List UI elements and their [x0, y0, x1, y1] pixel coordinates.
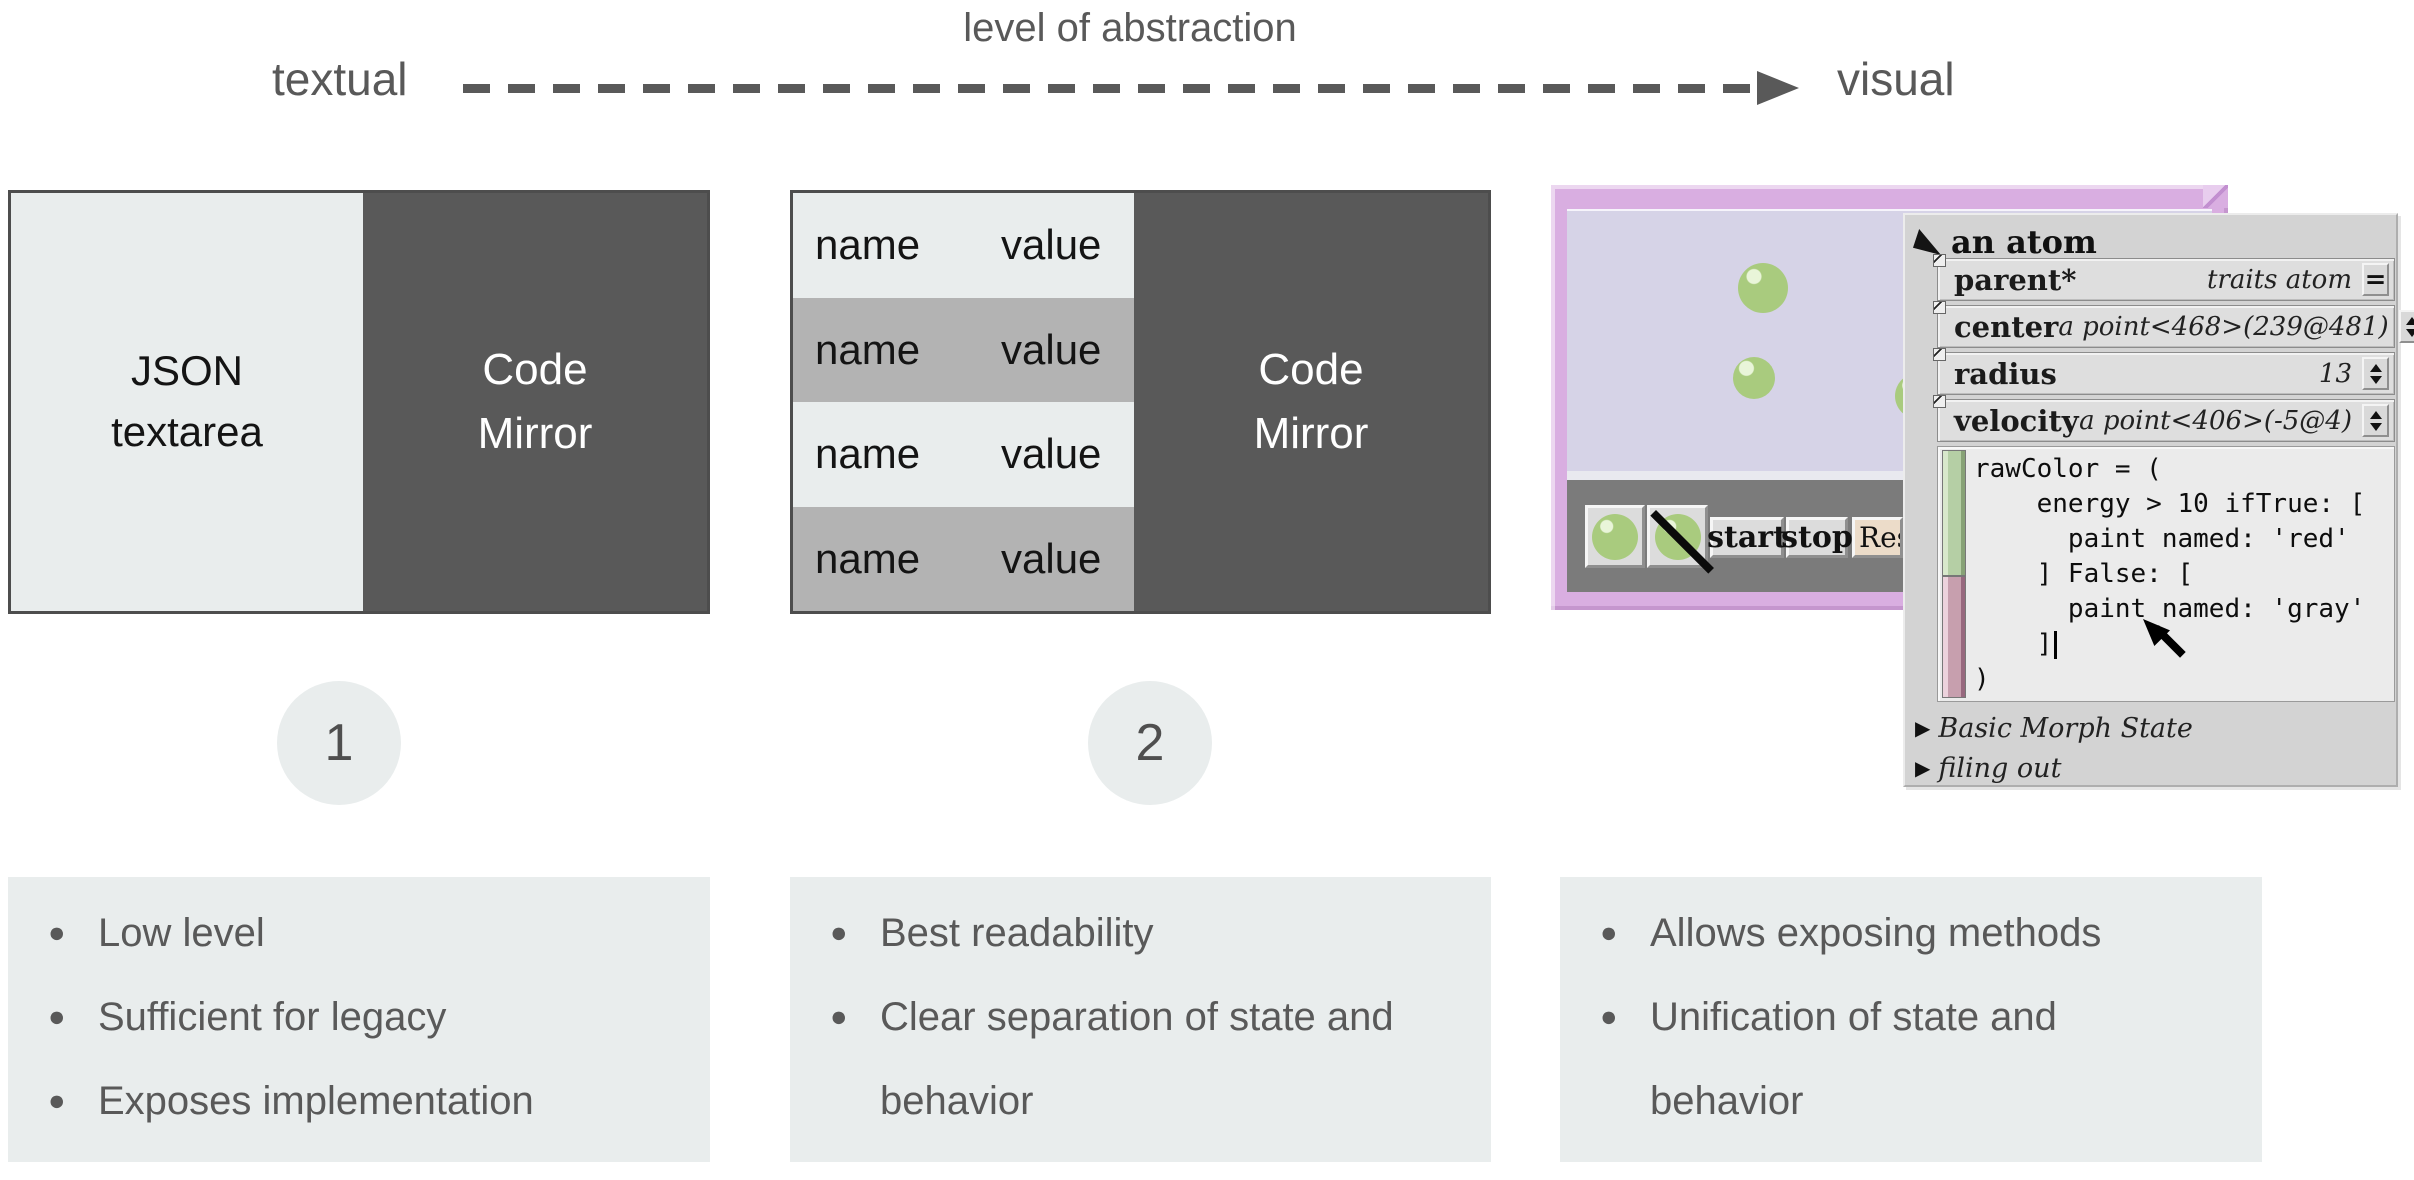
json-textarea-panel: JSON textarea [11, 193, 363, 611]
bullet-panel-textual: Low level Sufficient for legacy Exposes … [8, 877, 710, 1162]
name-value-table: name value name value name value name va… [793, 193, 1134, 611]
canvas-bevel [1567, 471, 2212, 480]
row-name: name [815, 534, 921, 582]
stop-button[interactable]: stop [1781, 517, 1853, 558]
slot-value: a point<468>(239@481) [2058, 311, 2389, 342]
code-text: rawColor = ( energy > 10 ifTrue: [ paint… [1974, 452, 2365, 697]
stepper-down-icon [2406, 328, 2414, 337]
row-name: name [815, 221, 921, 269]
table-row: name value [793, 193, 1134, 298]
row-name: name [815, 325, 921, 373]
outliner-title: an atom [1951, 223, 2097, 261]
axis-label-visual: visual [1837, 53, 1955, 105]
slot-row-parent[interactable]: parent* traits atom = [1933, 254, 2395, 301]
atom-ball [1738, 263, 1788, 313]
equals-button[interactable]: = [2362, 263, 2389, 296]
list-item: Clear separation of state and behavior [830, 975, 1440, 1143]
step-badge-2: 2 [1088, 681, 1212, 805]
slot-name: center [1954, 309, 2059, 344]
code-line: energy > 10 ifTrue: [ [1974, 489, 2366, 519]
code-line: paint named: 'red' [1974, 524, 2350, 554]
step-badge-1: 1 [277, 681, 401, 805]
window-corner-bevel [2203, 185, 2228, 208]
slot-value: 13 [2318, 358, 2352, 389]
list-item: Best readability [830, 891, 1440, 975]
code-line: rawColor = ( [1974, 454, 2162, 484]
axis-title: level of abstraction [963, 6, 1297, 50]
popout-icon[interactable] [1933, 348, 1946, 361]
slot-name: parent* [1954, 262, 2077, 297]
abstraction-axis-dashed-line [463, 84, 1757, 93]
equals-icon: = [2364, 264, 2387, 295]
row-value: value [1001, 534, 1102, 582]
text-caret [2054, 630, 2058, 659]
row-value: value [1001, 325, 1102, 373]
json-textarea-label: JSON textarea [111, 347, 263, 455]
diagram-box-json-codemirror: JSON textarea Code Mirror [8, 190, 710, 614]
atom-ball [1733, 357, 1775, 399]
resize-button[interactable]: Resi [1852, 517, 1903, 558]
outliner-marker-icon[interactable] [1913, 229, 1941, 255]
stepper-down-icon [2369, 375, 2382, 384]
remove-atom-button[interactable] [1647, 505, 1714, 574]
list-item: Unification of state and behavior [1600, 975, 2210, 1143]
atom-icon [1592, 513, 1638, 560]
row-value: value [1001, 430, 1102, 478]
stepper-up-icon [2369, 410, 2382, 419]
axis-label-textual: textual [272, 53, 408, 105]
table-row: name value [793, 402, 1134, 507]
add-atom-button[interactable] [1585, 505, 1645, 568]
bullet-panel-visual: Allows exposing methods Unification of s… [1560, 877, 2262, 1162]
popout-icon[interactable] [1933, 395, 1946, 408]
simulation-window: start stop Resi [1551, 185, 2228, 610]
diagram-box-table-codemirror: name value name value name value name va… [790, 190, 1491, 614]
stepper-button[interactable] [2362, 357, 2389, 390]
code-line: ] False: [ [1974, 559, 2194, 589]
slot-value: a point<406>(-5@4) [2079, 405, 2352, 436]
category-label: Basic Morph State [1938, 713, 2193, 744]
list-item: Sufficient for legacy [48, 975, 658, 1059]
stepper-up-icon [2369, 363, 2382, 372]
slot-name: radius [1954, 356, 2057, 391]
slot-value: traits atom [2206, 264, 2352, 295]
popout-icon[interactable] [1933, 254, 1946, 267]
row-value: value [1001, 221, 1102, 269]
codemirror-label-2: Code Mirror [1253, 345, 1369, 458]
slot-row-center[interactable]: center a point<468>(239@481) [1933, 301, 2414, 348]
stepper-button[interactable] [2362, 404, 2389, 437]
start-button[interactable]: start [1707, 517, 1787, 558]
slot-row-velocity[interactable]: velocity a point<406>(-5@4) [1933, 395, 2395, 442]
code-line: ) [1974, 664, 1990, 694]
expand-triangle-icon: ▶ [1915, 758, 1931, 780]
code-editor[interactable]: rawColor = ( energy > 10 ifTrue: [ paint… [1937, 446, 2395, 702]
codemirror-panel-2: Code Mirror [1134, 193, 1488, 611]
codemirror-label-1: Code Mirror [477, 345, 593, 458]
scrollbar-lower[interactable] [1942, 576, 1966, 698]
category-label: filing out [1938, 753, 2062, 784]
table-row: name value [793, 506, 1134, 611]
category-filing-out[interactable]: ▶ filing out [1915, 753, 2061, 784]
list-item: Exposes implementation [48, 1059, 658, 1143]
popout-icon[interactable] [1933, 301, 1946, 314]
row-name: name [815, 430, 921, 478]
arrowhead-icon [1757, 71, 1799, 105]
list-item: Low level [48, 891, 658, 975]
code-line: paint named: 'gray' [1974, 594, 2366, 624]
codemirror-panel-1: Code Mirror [363, 193, 707, 611]
mouse-cursor-icon [2143, 619, 2203, 679]
expand-triangle-icon: ▶ [1915, 718, 1931, 740]
table-row: name value [793, 297, 1134, 402]
atom-outliner-window: an atom parent* traits atom = center a p… [1903, 213, 2414, 787]
scrollbar-upper[interactable] [1942, 450, 1966, 576]
bullet-panel-table: Best readability Clear separation of sta… [790, 877, 1491, 1162]
stepper-up-icon [2406, 316, 2414, 325]
slot-row-radius[interactable]: radius 13 [1933, 348, 2395, 395]
category-basic-morph-state[interactable]: ▶ Basic Morph State [1915, 713, 2193, 744]
morphic-screenshot: start stop Resi an atom parent* traits a… [1551, 185, 2414, 790]
list-item: Allows exposing methods [1600, 891, 2210, 975]
slot-name: velocity [1954, 403, 2079, 438]
stepper-down-icon [2369, 422, 2382, 431]
stepper-button[interactable] [2398, 310, 2414, 343]
code-line-with-caret: ] [1974, 627, 2365, 662]
